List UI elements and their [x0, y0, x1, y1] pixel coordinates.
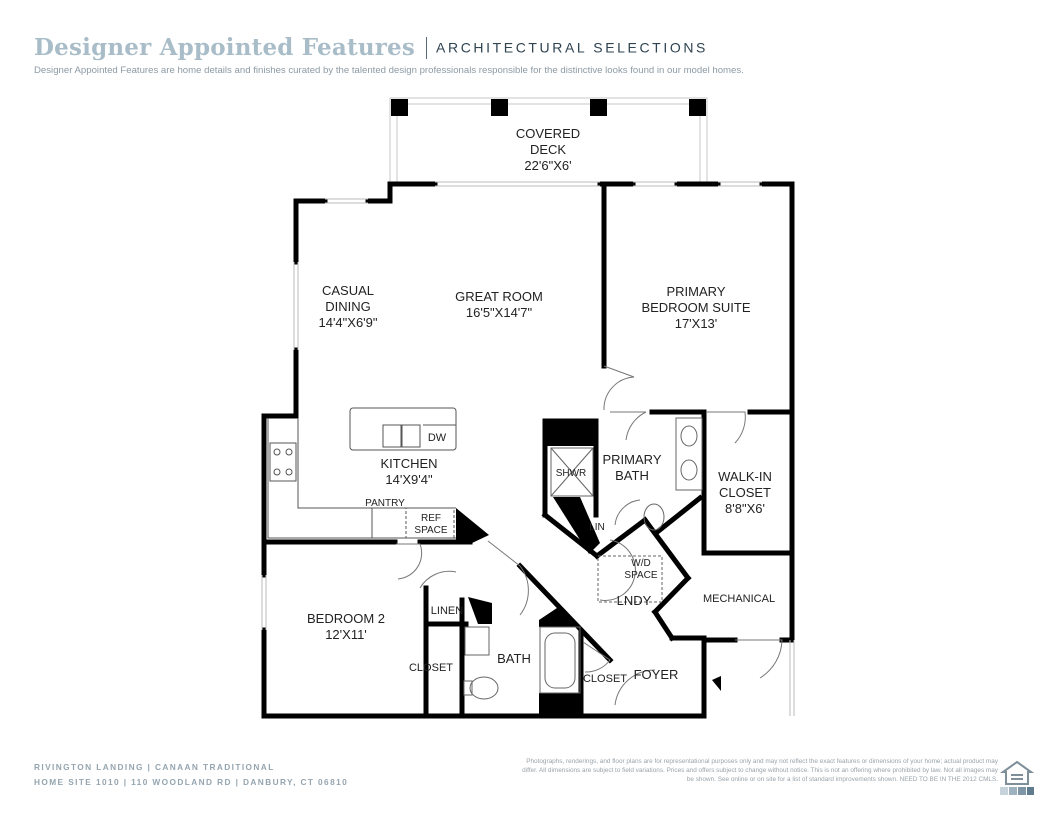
- dining-label-1: CASUAL: [322, 283, 374, 298]
- page-subtitle: ARCHITECTURAL SELECTIONS: [436, 39, 708, 56]
- footer-address: RIVINGTON LANDING | CANAAN TRADITIONAL H…: [34, 760, 348, 790]
- primary-bath-label-1: PRIMARY: [603, 452, 662, 467]
- walkin-closet-dims: 8'8"X6': [725, 501, 765, 516]
- lin-label: LIN: [589, 522, 605, 533]
- wd-space-label-1: W/D: [631, 558, 650, 569]
- windows: [261, 181, 795, 716]
- title-divider: [426, 36, 428, 59]
- bath-label: BATH: [497, 651, 531, 666]
- primary-bedroom-label-1: PRIMARY: [667, 284, 726, 299]
- foyer-label: FOYER: [634, 667, 679, 682]
- page-title: Designer Appointed Features: [34, 34, 416, 61]
- homesite-line: HOME SITE 1010 | 110 WOODLAND RD | DANBU…: [34, 777, 349, 787]
- bedroom2-dims: 12'X11': [325, 627, 367, 642]
- dw-label: DW: [428, 432, 447, 444]
- dining-label-2: DINING: [325, 299, 371, 314]
- closet-bedroom-label: CLOSET: [409, 662, 453, 674]
- great-room-dims: 16'5"X14'7": [466, 305, 533, 320]
- closet-foyer-label: CLOSET: [583, 673, 627, 685]
- deck-label-2: DECK: [530, 142, 566, 157]
- page-description: Designer Appointed Features are home det…: [34, 65, 744, 76]
- deck-label-1: COVERED: [516, 126, 580, 141]
- door-swings: [396, 365, 783, 706]
- lndy-label: LNDY: [617, 593, 652, 608]
- kitchen-dims: 14'X9'4": [385, 472, 433, 487]
- bedroom2-label: BEDROOM 2: [307, 611, 385, 626]
- ref-space-label-2: SPACE: [414, 525, 447, 536]
- ref-space-label-1: REF: [421, 513, 441, 524]
- walkin-closet-label-1: WALK-IN: [718, 469, 772, 484]
- primary-bedroom-label-2: BEDROOM SUITE: [641, 300, 750, 315]
- walls: [261, 181, 795, 719]
- great-room-label: GREAT ROOM: [455, 289, 543, 304]
- mechanical-label: MECHANICAL: [703, 593, 775, 605]
- wall-fills: [456, 421, 721, 716]
- deck-dims: 22'6"X6': [524, 158, 571, 173]
- kitchen-fixtures: [267, 407, 457, 539]
- pantry-label: PANTRY: [365, 498, 405, 509]
- disclaimer-text: Photographs, renderings, and floor plans…: [522, 758, 998, 783]
- wd-space-label-2: SPACE: [624, 570, 657, 581]
- bath-fixtures: [463, 417, 703, 700]
- walkin-closet-label-2: CLOSET: [719, 485, 771, 500]
- equal-housing-mls-logo-icon: [1000, 760, 1034, 795]
- room-labels: COVERED DECK 22'6"X6' CASUAL DINING 14'4…: [307, 126, 775, 685]
- community-line: RIVINGTON LANDING | CANAAN TRADITIONAL: [34, 762, 275, 772]
- linen-label: LINEN: [431, 605, 463, 617]
- header: Designer Appointed Features ARCHITECTURAL…: [34, 34, 708, 61]
- deck-posts: [391, 99, 706, 116]
- primary-bath-label-2: BATH: [615, 468, 649, 483]
- shwr-label: SHWR: [556, 468, 587, 479]
- dining-dims: 14'4"X6'9": [318, 315, 377, 330]
- kitchen-label: KITCHEN: [380, 456, 437, 471]
- primary-bedroom-dims: 17'X13': [675, 316, 718, 331]
